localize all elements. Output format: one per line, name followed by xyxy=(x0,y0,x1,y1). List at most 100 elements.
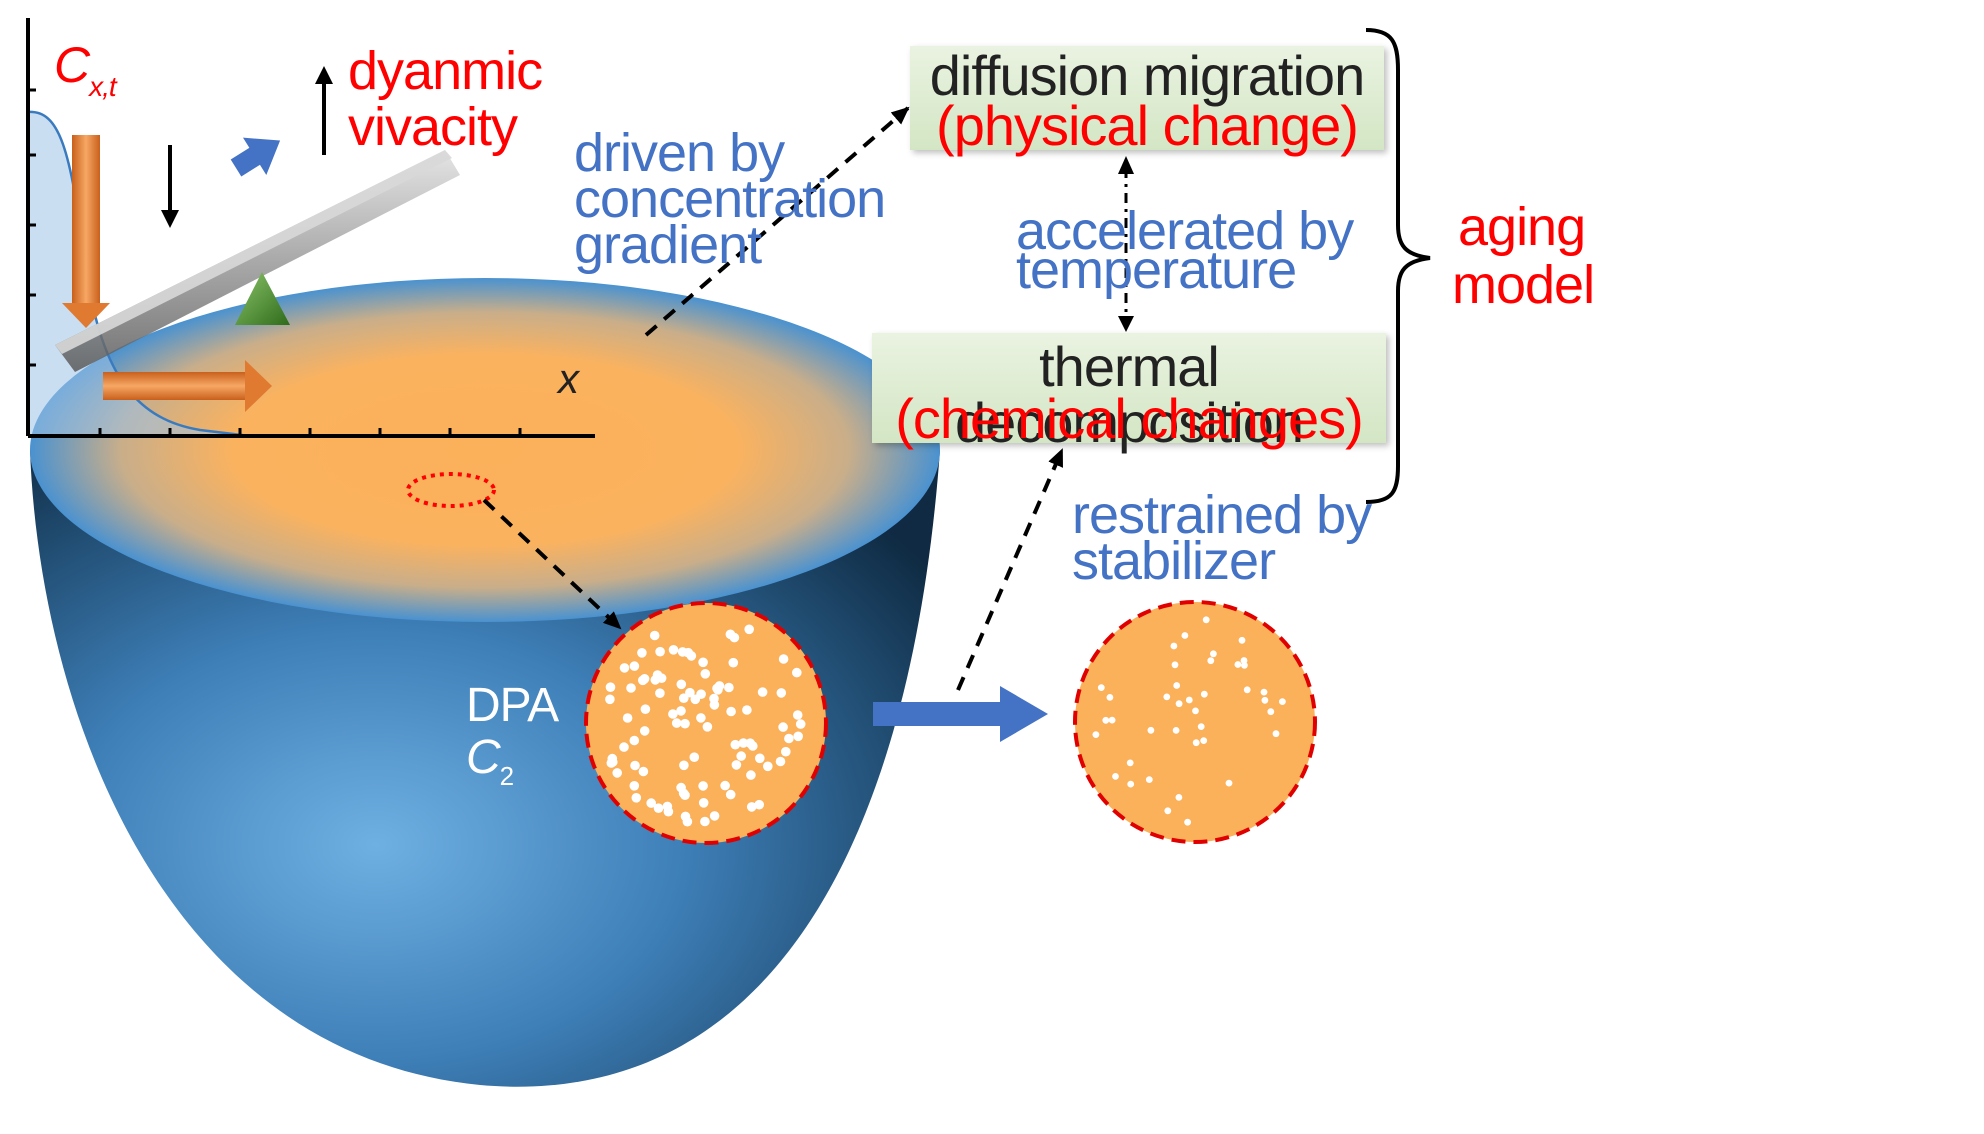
diffusion-migration-box: diffusion migration (physical change) xyxy=(910,44,1384,154)
particle-dot xyxy=(1181,632,1189,639)
particle-dot xyxy=(686,651,697,661)
particle-dot xyxy=(690,694,701,705)
particle-dot xyxy=(793,731,803,742)
particle-dot xyxy=(698,657,708,668)
y-axis-ticks xyxy=(28,88,36,367)
particle-dot xyxy=(1225,779,1233,787)
particle-dot xyxy=(1261,696,1269,704)
orange-down-arrow-icon xyxy=(62,135,110,328)
x-axis-ticks xyxy=(98,428,522,436)
particle-dot xyxy=(702,722,713,732)
particle-dot xyxy=(1210,650,1217,658)
accelerated-label-line1: accelerated by xyxy=(1016,201,1354,261)
particle-dot xyxy=(725,789,736,800)
particle-dot xyxy=(775,756,786,767)
particle-dot xyxy=(728,657,739,668)
particle-dot xyxy=(731,760,742,770)
curly-brace-icon xyxy=(1365,28,1431,504)
particle-after-dots xyxy=(1092,616,1286,826)
particle-dot xyxy=(1197,723,1205,730)
driven-label-line2: concentration xyxy=(574,169,886,229)
particle-dot xyxy=(778,654,789,664)
particle-after xyxy=(1073,600,1317,844)
particle-dot xyxy=(1202,616,1210,624)
blue-diagonal-arrow-icon xyxy=(230,137,281,177)
particle-dot xyxy=(1238,636,1246,644)
chemical-changes-label: (chemical changes) xyxy=(895,387,1364,450)
particle-dot xyxy=(680,718,690,729)
particle-dot xyxy=(738,738,749,748)
black-up-arrow-icon xyxy=(315,66,333,155)
particle-dot xyxy=(1175,794,1183,801)
particle-dot xyxy=(612,768,622,778)
particle-dot xyxy=(676,679,687,690)
particle-dot xyxy=(629,781,640,791)
particle-dot xyxy=(1092,731,1100,738)
particle-dot xyxy=(668,709,678,719)
particle-dot xyxy=(700,816,710,827)
particle-dot xyxy=(679,760,689,771)
particle-dot xyxy=(742,705,752,715)
dashed-arrow-to-diffusion xyxy=(644,106,910,337)
aging-label-line1: aging xyxy=(1458,197,1586,257)
particle-dot xyxy=(778,722,788,732)
particle-dot xyxy=(1184,818,1191,826)
particle-dot xyxy=(1147,726,1155,734)
accelerated-link-arrow xyxy=(1118,156,1134,332)
y-axis-label: Cx,t xyxy=(54,40,117,101)
vivacity-label-line1: dyanmic xyxy=(348,41,543,101)
particle-dot xyxy=(792,710,803,720)
particle-dot xyxy=(649,630,660,641)
particle-dot xyxy=(714,681,725,691)
particle-dot xyxy=(607,753,618,764)
particle-dot xyxy=(1234,661,1242,668)
particle-dot xyxy=(1171,661,1179,669)
particle-dot xyxy=(757,687,768,697)
particle-dot xyxy=(639,674,650,684)
particle-dot xyxy=(685,687,695,698)
black-down-arrow-icon xyxy=(161,145,179,228)
particle-dot xyxy=(655,646,665,657)
particle-dot xyxy=(1126,759,1134,767)
particle-dot xyxy=(622,713,633,723)
x-axis-label: x xyxy=(558,355,579,402)
dpa-concentration-main: C xyxy=(466,731,501,784)
driven-label-line3: gradient xyxy=(574,215,762,275)
driven-label-line1: driven by xyxy=(574,123,785,183)
particle-dot xyxy=(689,752,700,762)
vivacity-label-line2: vivacity xyxy=(348,97,518,157)
particle-dot xyxy=(1243,686,1251,694)
particle-dot xyxy=(637,648,647,658)
thermal-decomposition-label: thermal decomposition xyxy=(954,335,1304,454)
particle-dot xyxy=(1207,657,1215,665)
particle-dot xyxy=(720,780,730,791)
accelerated-label-line2: temperature xyxy=(1016,240,1297,300)
particle-dot xyxy=(653,803,664,813)
particle-dot xyxy=(626,683,636,693)
particle-dot xyxy=(605,694,615,705)
particle-dot xyxy=(639,726,650,736)
orange-right-arrow-icon xyxy=(103,360,272,412)
particle-dot xyxy=(745,738,755,748)
particle-dot xyxy=(781,746,791,757)
particle-dot xyxy=(1170,642,1178,650)
diffusion-migration-label: diffusion migration xyxy=(929,44,1365,107)
particle-dot xyxy=(729,632,740,643)
particle-dot xyxy=(1102,716,1110,724)
particle-dot xyxy=(679,693,689,703)
particle-dot xyxy=(1272,730,1280,738)
particle-dot xyxy=(605,682,616,692)
particle-dot xyxy=(1145,776,1153,783)
particle-dot xyxy=(724,682,734,693)
particle-dot xyxy=(1200,690,1208,698)
particle-dot xyxy=(630,760,640,771)
particle-dot xyxy=(754,799,764,810)
particle-dot xyxy=(682,816,693,827)
seesaw-bar xyxy=(55,150,460,372)
particle-dot xyxy=(1185,696,1193,704)
seesaw-bar-top xyxy=(55,150,452,354)
particle-dot xyxy=(1097,684,1105,691)
particle-dot xyxy=(700,669,711,679)
particle-dot xyxy=(631,793,642,803)
